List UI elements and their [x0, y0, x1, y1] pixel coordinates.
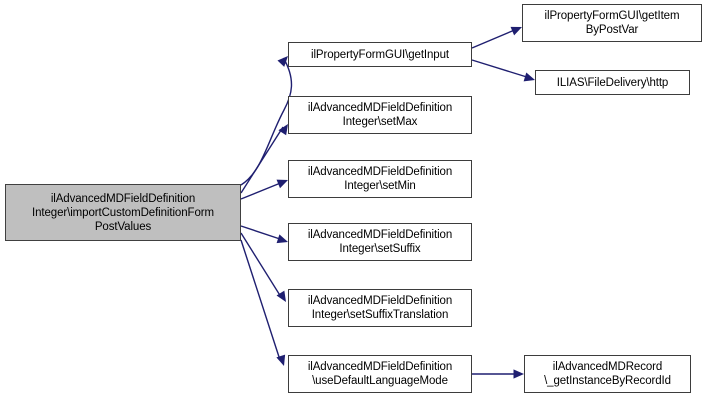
graph-node-label-setMin: ilAdvancedMDFieldDefinition Integer\setM…	[307, 166, 453, 192]
graph-node-label-getInput: ilPropertyFormGUI\getInput	[310, 48, 449, 61]
graph-node-label-fileDeliveryHttp: ILIAS\FileDelivery\http	[556, 76, 669, 89]
graph-node-label-getItemByPostVar: ilPropertyFormGUI\getItem ByPostVar	[544, 10, 680, 36]
call-edge-getInput-to-getItemByPostVar	[471, 28, 518, 49]
graph-node-label-getInstanceByRecordId: ilAdvancedMDRecord \_getInstanceByRecord…	[544, 361, 671, 387]
call-edge-root-to-setMax	[240, 126, 284, 194]
call-edge-getInput-to-fileDeliveryHttp	[471, 59, 531, 79]
graph-node-label-setSuffix: ilAdvancedMDFieldDefinition Integer\setS…	[307, 229, 453, 255]
call-edge-root-to-setSuffixTranslation	[240, 232, 282, 298]
graph-node-setMax[interactable]: ilAdvancedMDFieldDefinition Integer\setM…	[288, 96, 472, 134]
graph-node-setSuffix[interactable]: ilAdvancedMDFieldDefinition Integer\setS…	[288, 223, 472, 261]
call-edge-root-to-useDefaultLanguageMode	[240, 239, 281, 361]
graph-node-label-setMax: ilAdvancedMDFieldDefinition Integer\setM…	[307, 102, 453, 128]
graph-node-root: ilAdvancedMDFieldDefinition Integer\impo…	[5, 184, 241, 241]
graph-node-getInput[interactable]: ilPropertyFormGUI\getInput	[288, 42, 472, 67]
graph-node-fileDeliveryHttp[interactable]: ILIAS\FileDelivery\http	[535, 70, 690, 95]
graph-node-setSuffixTranslation[interactable]: ilAdvancedMDFieldDefinition Integer\setS…	[288, 289, 472, 327]
graph-node-label-root: ilAdvancedMDFieldDefinition Integer\impo…	[32, 192, 214, 233]
graph-node-label-useDefaultLanguageMode: ilAdvancedMDFieldDefinition \useDefaultL…	[307, 361, 453, 387]
call-edge-root-to-setSuffix	[240, 225, 284, 241]
graph-node-setMin[interactable]: ilAdvancedMDFieldDefinition Integer\setM…	[288, 160, 472, 198]
graph-node-getInstanceByRecordId[interactable]: ilAdvancedMDRecord \_getInstanceByRecord…	[524, 355, 691, 393]
graph-node-getItemByPostVar[interactable]: ilPropertyFormGUI\getItem ByPostVar	[522, 4, 702, 42]
call-edge-root-to-getInput	[240, 57, 293, 186]
arrowhead-getInstanceByRecordId	[513, 369, 524, 379]
graph-node-label-setSuffixTranslation: ilAdvancedMDFieldDefinition Integer\setS…	[307, 295, 453, 321]
arrowhead-useDefaultLanguageMode	[276, 354, 286, 366]
graph-node-useDefaultLanguageMode[interactable]: ilAdvancedMDFieldDefinition \useDefaultL…	[288, 355, 472, 393]
call-edge-root-to-setMin	[240, 181, 284, 200]
